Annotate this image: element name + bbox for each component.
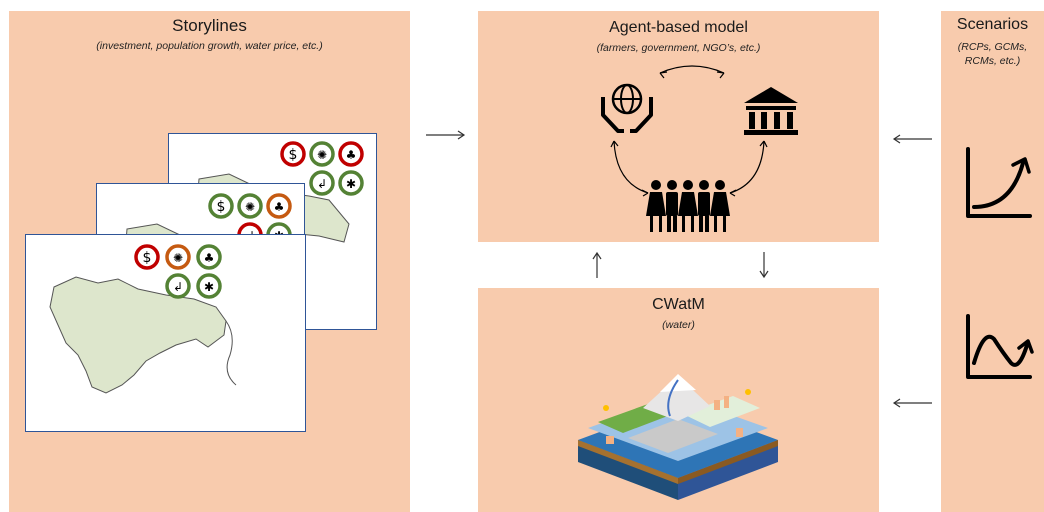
cwatm-subtitle: (water) xyxy=(662,319,695,331)
scenarios-curves xyxy=(966,147,1034,379)
svg-text:✺: ✺ xyxy=(317,148,327,162)
svg-text:$: $ xyxy=(289,147,298,163)
svg-text:✺: ✺ xyxy=(245,200,255,214)
svg-text:✺: ✺ xyxy=(173,251,183,265)
arrow-globe-people xyxy=(613,140,649,194)
oscillating-curve-icon xyxy=(966,314,1034,379)
svg-text:♣: ♣ xyxy=(204,251,215,265)
svg-text:✱: ✱ xyxy=(346,177,356,191)
arrow-storylines-to-abm xyxy=(426,130,466,140)
arrow-abm-to-cwatm xyxy=(759,252,769,279)
badges-back: $ ✺ ♣ ↲ ✱ xyxy=(280,141,364,196)
map-card-front: $ ✺ ♣ ↲ ✱ xyxy=(25,234,306,432)
svg-text:✱: ✱ xyxy=(204,280,214,294)
svg-text:↲: ↲ xyxy=(173,280,183,294)
basin-map-shape xyxy=(49,276,227,394)
scenarios-subtitle-line2: RCMs, etc.) xyxy=(964,55,1021,67)
government-building-icon xyxy=(744,87,798,135)
abm-panel: Agent-based model (farmers, government, … xyxy=(478,11,879,242)
cwatm-panel: CWatM (water) xyxy=(478,288,879,512)
arrow-scenarios-to-cwatm xyxy=(892,398,932,408)
hydrology-model-icon xyxy=(578,374,778,500)
people-group-icon xyxy=(646,180,730,232)
abm-diagram xyxy=(601,65,798,232)
map-card-front-content: $ ✺ ♣ ↲ ✱ xyxy=(49,244,237,394)
abm-subtitle: (farmers, government, NGO’s, etc.) xyxy=(596,42,761,54)
arrow-globe-building xyxy=(659,65,725,74)
storylines-title: Storylines xyxy=(172,16,247,35)
exponential-curve-icon xyxy=(966,147,1032,218)
scenarios-panel: Scenarios (RCPs, GCMs, RCMs, etc.) xyxy=(941,11,1044,512)
scenarios-title: Scenarios xyxy=(956,16,1029,33)
arrow-cwatm-to-abm xyxy=(592,251,602,278)
svg-text:♣: ♣ xyxy=(274,200,285,214)
scenarios-subtitle-line1: (RCPs, GCMs, xyxy=(957,41,1028,53)
svg-text:$: $ xyxy=(217,199,226,215)
cwatm-title: CWatM xyxy=(652,296,705,313)
svg-text:$: $ xyxy=(143,250,152,266)
abm-title: Agent-based model xyxy=(609,19,748,36)
storylines-subtitle: (investment, population growth, water pr… xyxy=(96,40,323,52)
arrow-scenarios-to-abm xyxy=(892,134,932,144)
badges-front: $ ✺ ♣ ↲ ✱ xyxy=(134,244,222,299)
svg-text:♣: ♣ xyxy=(346,148,357,162)
globe-hands-icon xyxy=(601,83,653,133)
arrow-building-people xyxy=(729,140,765,194)
svg-text:↲: ↲ xyxy=(317,177,327,191)
